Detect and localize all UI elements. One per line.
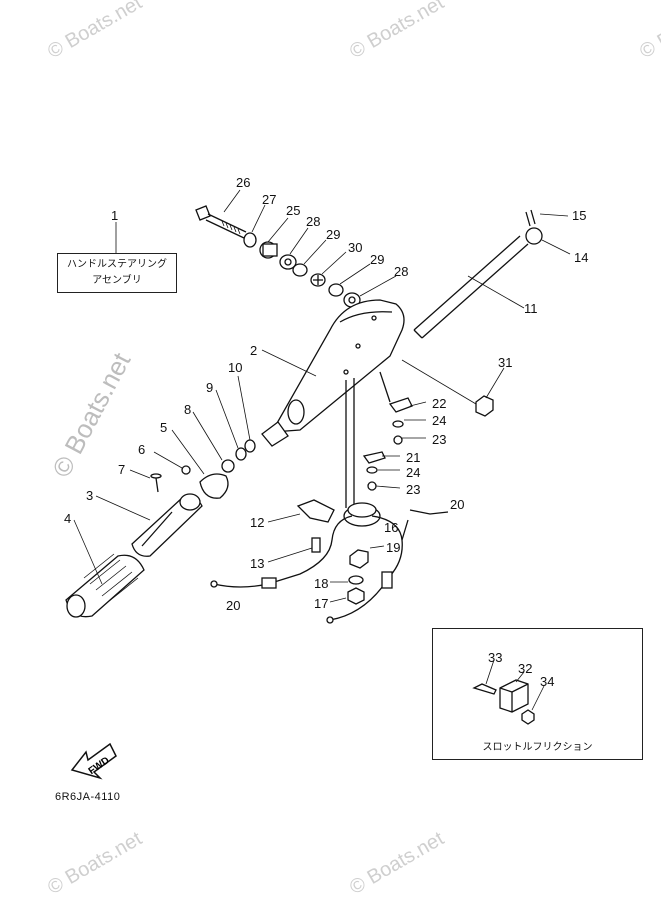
callout-label: 13 <box>250 556 265 571</box>
assembly-name-box: ハンドルステアリング アセンブリ <box>57 253 177 293</box>
callout-label: 26 <box>236 175 251 190</box>
callout-label: 29 <box>326 227 341 242</box>
callout-label: 16 <box>384 520 399 535</box>
inset-label: スロットルフリクション <box>482 742 593 753</box>
callout-label: 33 <box>488 650 503 665</box>
callout-label: 29 <box>370 252 385 267</box>
callout-label: 2 <box>250 343 258 358</box>
callout-label: 15 <box>572 208 587 223</box>
callout-label: 31 <box>498 355 513 370</box>
callout-label: 28 <box>394 264 409 279</box>
callout-label: 22 <box>432 396 447 411</box>
washer-part <box>243 232 257 248</box>
nut-part <box>475 395 494 417</box>
callout-label: 4 <box>64 511 72 526</box>
steering-handle-part <box>261 299 405 447</box>
callout-label: 11 <box>524 301 538 316</box>
callout-label: 8 <box>184 402 192 417</box>
callout-label: 12 <box>250 515 265 530</box>
callout-label: 28 <box>306 214 321 229</box>
assembly-name-line2: アセンブリ <box>92 275 142 286</box>
callout-label: 10 <box>228 360 243 375</box>
assembly-name-line1: ハンドルステアリング <box>67 259 167 270</box>
callout-label: 24 <box>432 413 447 428</box>
callout-label: 1 <box>111 208 119 223</box>
callout-label: 18 <box>314 576 329 591</box>
throttle-grip-part <box>65 553 145 618</box>
callout-label: 9 <box>206 380 214 395</box>
callout-label: 25 <box>286 203 301 218</box>
callout-label: 32 <box>518 661 533 676</box>
tiller-rod-part <box>413 209 543 339</box>
callout-label: 27 <box>262 192 277 207</box>
callout-label: 19 <box>386 540 401 555</box>
callout-label: 17 <box>314 596 329 611</box>
callout-label: 34 <box>540 674 555 689</box>
callout-label: 23 <box>406 482 421 497</box>
fwd-arrow-icon <box>70 742 117 780</box>
bolt-part <box>195 205 247 239</box>
callout-label: 6 <box>138 442 146 457</box>
throttle-friction-inset: スロットルフリクション <box>432 628 643 760</box>
callout-label: 30 <box>348 240 363 255</box>
throttle-shaft-part <box>131 493 203 557</box>
callout-label: 23 <box>432 432 447 447</box>
callout-label: 14 <box>574 250 589 265</box>
callout-label: 5 <box>160 420 168 435</box>
callout-label: 20 <box>226 598 241 613</box>
callout-label: 20 <box>450 497 465 512</box>
callout-label: 7 <box>118 462 126 477</box>
diagram-code: 6R6JA-4110 <box>55 791 121 803</box>
callout-label: 21 <box>406 450 421 465</box>
callout-label: 3 <box>86 488 94 503</box>
throttle-friction-parts <box>472 659 545 725</box>
callout-label: 24 <box>406 465 421 480</box>
